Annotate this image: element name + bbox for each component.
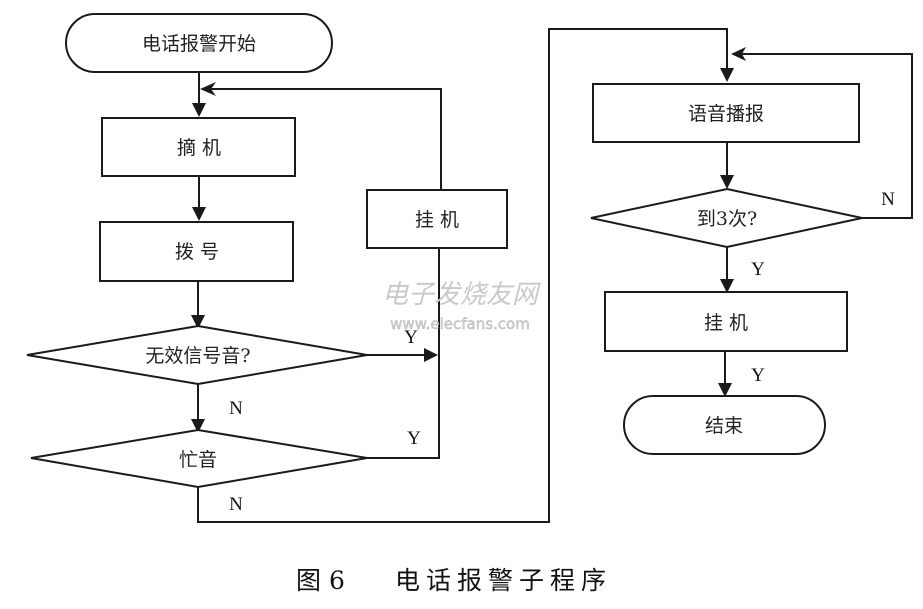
arrow-head xyxy=(424,348,438,362)
arrow-head xyxy=(191,315,205,329)
offhook-label: 摘 机 xyxy=(177,137,221,159)
arrow-head xyxy=(191,419,205,433)
edge-hangup-loop xyxy=(210,88,442,190)
end-label: 结束 xyxy=(705,415,743,437)
invalid-no-label: N xyxy=(229,398,243,419)
offhook-box xyxy=(101,117,296,177)
hangup-right-box xyxy=(604,291,848,352)
end-terminal xyxy=(623,395,826,455)
busy-yes-label: Y xyxy=(407,428,421,449)
watermark-url: www.elecfans.com xyxy=(390,315,530,333)
arrow-head xyxy=(720,175,734,189)
watermark-site-name: 电子发烧友网 xyxy=(382,280,541,310)
hangup-left-box xyxy=(366,189,508,249)
hangup-yes-label: Y xyxy=(751,365,765,386)
edge-busy-no xyxy=(197,28,728,523)
busy-no-label: N xyxy=(229,494,243,515)
dial-label: 拨 号 xyxy=(175,241,219,263)
arrow-head xyxy=(718,383,732,397)
arrow-head xyxy=(200,82,216,96)
edge-three-no xyxy=(738,53,913,219)
arrow-head xyxy=(192,207,206,221)
invalid-yes-label: Y xyxy=(404,327,418,348)
hangup-left-label: 挂 机 xyxy=(415,209,459,231)
arrow-head xyxy=(720,279,734,293)
hangup-right-label: 挂 机 xyxy=(704,312,748,334)
caption-title: 电话报警子程序 xyxy=(395,566,612,595)
edge-busy-yes xyxy=(367,248,440,459)
three-no-label: N xyxy=(881,189,895,210)
three-times-label: 到3次? xyxy=(697,208,757,230)
invalid-tone-label: 无效信号音? xyxy=(145,345,250,367)
three-yes-label: Y xyxy=(751,259,765,280)
start-label: 电话报警开始 xyxy=(142,33,256,55)
caption-figure-number: 图 6 xyxy=(296,566,345,595)
voice-broadcast-label: 语音播报 xyxy=(688,103,764,125)
busy-tone-label: 忙音 xyxy=(179,449,217,471)
dial-box xyxy=(99,221,294,282)
arrow-head xyxy=(192,103,206,117)
arrow-head xyxy=(720,68,734,82)
arrow-head xyxy=(731,47,746,61)
